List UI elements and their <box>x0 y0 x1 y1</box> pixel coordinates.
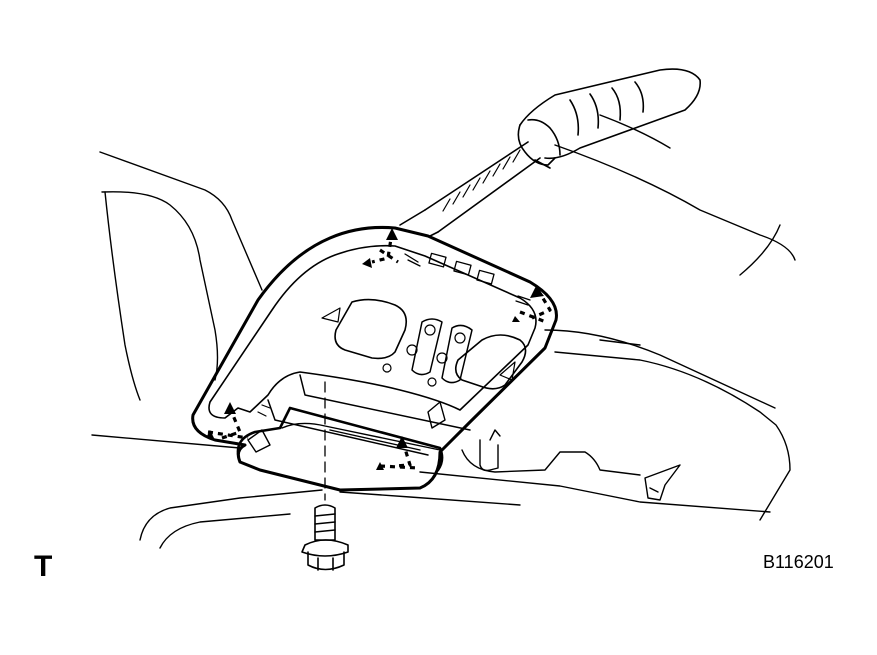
corner-letter: T <box>34 550 53 583</box>
mounting-bolt-icon <box>301 504 349 571</box>
roof-headliner-icon <box>91 114 796 549</box>
clip-arrowheads <box>206 228 544 470</box>
figure-code: B116201 <box>763 552 834 572</box>
screwdriver-icon <box>399 68 702 237</box>
clip-location-arrow-icon <box>207 231 552 470</box>
overhead-console-icon <box>191 225 558 492</box>
